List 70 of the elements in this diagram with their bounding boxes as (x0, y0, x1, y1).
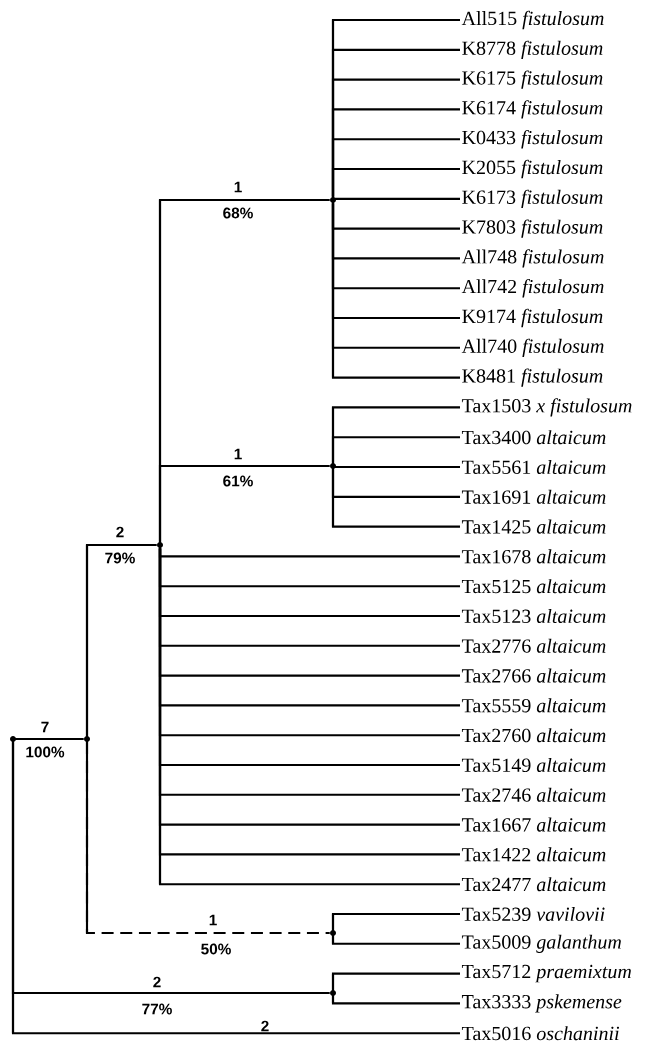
taxon-label: All740 fistulosum (461, 338, 604, 357)
branch-line (331, 996, 460, 1005)
branch-label: 7 (41, 721, 49, 733)
taxon-label: K2055 fistulosum (462, 159, 603, 179)
taxon-label: Tax1503 x fistulosum (461, 398, 632, 417)
taxon-label: Tax5561 altaicum (461, 459, 606, 475)
taxon-label: Tax1667 altaicum (461, 817, 606, 832)
branch-point (330, 463, 336, 469)
support-value: 79% (105, 552, 135, 564)
branch-line (85, 543, 157, 736)
branch-line (331, 912, 460, 930)
taxon-label: K6173 fistulosum (462, 189, 603, 208)
taxon-label: K8481 fistulosum (462, 368, 603, 387)
branch-point (330, 197, 336, 203)
branch-point (84, 736, 90, 742)
taxon-label: Tax5009 galanthum (461, 934, 621, 953)
branch-line (331, 196, 460, 200)
taxon-label: Tax5123 altaicum (461, 608, 606, 624)
taxon-label: Tax5125 altaicum (461, 579, 606, 594)
branch-label: 2 (116, 526, 124, 538)
taxon-label: K8778 fistulosum (462, 40, 603, 59)
taxon-label: All748 fistulosum (461, 249, 604, 268)
taxon-label: Tax2746 altaicum (461, 787, 606, 802)
branch-label: 1 (209, 914, 217, 926)
branch-line (331, 167, 460, 197)
taxon-label: Tax5016 oschaninii (461, 1026, 620, 1041)
branch-label: 2 (153, 976, 161, 988)
taxon-label: K9174 fistulosum (462, 308, 603, 328)
branch-line (13, 737, 84, 741)
branch-line (85, 742, 330, 935)
taxon-label: Tax3333 pskemense (461, 994, 622, 1013)
taxon-label: Tax5239 vavilovii (461, 907, 605, 922)
branch-line (331, 972, 460, 990)
branch-line (331, 203, 460, 379)
branch-label: 2 (261, 1020, 269, 1032)
taxon-label: Tax2760 altaicum (461, 728, 606, 743)
taxon-label: All515 fistulosum (461, 10, 604, 30)
branch-point (330, 990, 336, 996)
taxon-label: Tax3400 altaicum (461, 430, 606, 445)
branch-point (10, 736, 16, 742)
support-value: 50% (201, 943, 231, 955)
branch-point (157, 542, 163, 548)
taxon-label: K0433 fistulosum (462, 130, 603, 149)
branch-label: 1 (234, 181, 242, 193)
taxon-label: Tax1691 altaicum (461, 489, 606, 504)
branch-line (158, 464, 330, 542)
taxon-label: All742 fistulosum (461, 279, 604, 298)
taxon-label: K6175 fistulosum (462, 70, 603, 89)
branch-label: 1 (234, 448, 242, 460)
taxon-label: Tax2776 altaicum (461, 638, 606, 653)
branch-line (331, 936, 460, 945)
branch-line (11, 742, 460, 1035)
branch-line (331, 465, 460, 470)
taxon-label: Tax2477 altaicum (461, 877, 606, 892)
support-value: 61% (223, 475, 253, 487)
taxon-label: Tax5712 praemixtum (461, 964, 631, 983)
taxon-label: Tax1422 altaicum (461, 847, 606, 862)
taxon-label: K7803 fistulosum (462, 219, 603, 238)
support-value: 77% (142, 1003, 172, 1015)
taxon-label: Tax5149 altaicum (461, 757, 606, 773)
taxon-label: Tax5559 altaicum (461, 698, 606, 713)
branch-line (331, 469, 460, 528)
taxon-label: Tax2766 altaicum (461, 668, 606, 683)
support-value: 100% (26, 746, 65, 758)
taxon-label: Tax1678 altaicum (461, 549, 606, 564)
taxon-label: Tax1425 altaicum (461, 519, 606, 534)
support-value: 68% (223, 207, 253, 219)
branch-point (330, 930, 336, 936)
taxon-label: K6174 fistulosum (462, 100, 603, 119)
branch-line (331, 436, 460, 463)
